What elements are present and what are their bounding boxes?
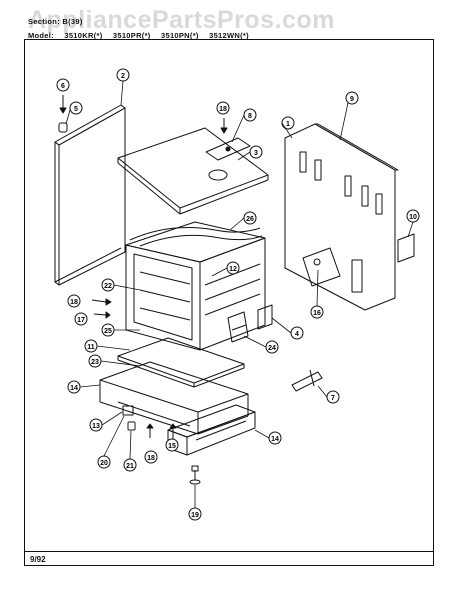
- screw-part: [220, 118, 228, 134]
- callout-11: 11: [84, 339, 98, 353]
- svg-text:1: 1: [286, 121, 290, 128]
- model-number: 3512WN(*): [209, 31, 249, 40]
- svg-text:2: 2: [121, 73, 125, 80]
- svg-text:4: 4: [295, 331, 299, 338]
- leader-lines: [65, 80, 414, 508]
- clip-part: [127, 421, 136, 431]
- svg-text:18: 18: [70, 299, 78, 306]
- plate-part: [397, 233, 415, 263]
- svg-text:8: 8: [248, 113, 252, 120]
- callout-21: 21: [123, 458, 137, 472]
- callout-22: 22: [101, 278, 115, 292]
- svg-text:10: 10: [409, 214, 417, 221]
- drawing-frame: [24, 39, 434, 566]
- svg-text:12: 12: [229, 266, 237, 273]
- callout-2: 2: [116, 68, 130, 82]
- svg-text:23: 23: [91, 359, 99, 366]
- callout-18: 18: [216, 101, 230, 115]
- svg-text:18: 18: [147, 455, 155, 462]
- callout-10: 10: [406, 209, 420, 223]
- svg-text:16: 16: [313, 310, 321, 317]
- callout-14: 14: [67, 380, 81, 394]
- svg-text:21: 21: [126, 463, 134, 470]
- svg-text:18: 18: [219, 106, 227, 113]
- rear-panel-part: [284, 123, 399, 311]
- callout-7: 7: [326, 390, 340, 404]
- model-number: 3510PN(*): [161, 31, 199, 40]
- svg-text:20: 20: [100, 460, 108, 467]
- bracket-part: [291, 369, 323, 392]
- callout-18: 18: [67, 294, 81, 308]
- svg-text:5: 5: [74, 106, 78, 113]
- svg-text:7: 7: [331, 395, 335, 402]
- svg-text:25: 25: [104, 328, 112, 335]
- svg-text:15: 15: [168, 443, 176, 450]
- bracket-part: [257, 304, 273, 330]
- callout-13: 13: [89, 418, 103, 432]
- svg-text:14: 14: [271, 436, 279, 443]
- drawer-part: [167, 404, 256, 456]
- callout-23: 23: [88, 354, 102, 368]
- callout-24: 24: [265, 340, 279, 354]
- svg-text:11: 11: [87, 344, 95, 351]
- model-label: Model:: [28, 31, 54, 40]
- callout-26: 26: [243, 211, 257, 225]
- oven-cavity-part: [125, 221, 266, 351]
- callout-6: 6: [56, 78, 70, 92]
- leveling-leg-part: [189, 465, 201, 485]
- callout-15: 15: [165, 438, 179, 452]
- model-line: Model: 3510KR(*) 3510PR(*) 3510PN(*) 351…: [28, 31, 257, 40]
- section-label: Section: B(39): [28, 17, 83, 26]
- svg-text:17: 17: [77, 317, 85, 324]
- callout-9: 9: [345, 91, 359, 105]
- svg-text:13: 13: [92, 423, 100, 430]
- screw-part: [91, 298, 112, 306]
- callout-17: 17: [74, 312, 88, 326]
- date-code: 9/92: [30, 555, 46, 564]
- callout-16: 16: [310, 305, 324, 319]
- model-number: 3510PR(*): [112, 31, 151, 40]
- footer-rule: [24, 551, 434, 552]
- callout-19: 19: [188, 507, 202, 521]
- callout-25: 25: [101, 323, 115, 337]
- callout-1: 1: [281, 116, 295, 130]
- drawer-frame-part: [99, 361, 249, 435]
- screw-part: [59, 95, 67, 114]
- svg-text:24: 24: [268, 345, 276, 352]
- screw-part: [93, 311, 111, 319]
- callout-20: 20: [97, 455, 111, 469]
- hinge-part: [227, 311, 249, 343]
- screw-part: [169, 423, 177, 440]
- glide-part: [122, 405, 134, 416]
- top-panel-part: [117, 127, 269, 215]
- side-panel-part: [54, 104, 126, 286]
- callout-5: 5: [69, 101, 83, 115]
- screw-part: [146, 423, 154, 438]
- svg-text:14: 14: [70, 385, 78, 392]
- svg-text:6: 6: [61, 83, 65, 90]
- callout-8: 8: [243, 108, 257, 122]
- callout-3: 3: [249, 145, 263, 159]
- clip-part: [58, 122, 68, 133]
- svg-text:9: 9: [350, 96, 354, 103]
- callout-18: 18: [144, 450, 158, 464]
- callout-4: 4: [290, 326, 304, 340]
- svg-text:19: 19: [191, 512, 199, 519]
- callout-14: 14: [268, 431, 282, 445]
- model-number: 3510KR(*): [64, 31, 103, 40]
- wiring-part: [129, 227, 263, 247]
- svg-text:26: 26: [246, 216, 254, 223]
- callout-12: 12: [226, 261, 240, 275]
- bracket-part: [205, 137, 251, 161]
- svg-text:22: 22: [104, 283, 112, 290]
- svg-text:3: 3: [254, 150, 258, 157]
